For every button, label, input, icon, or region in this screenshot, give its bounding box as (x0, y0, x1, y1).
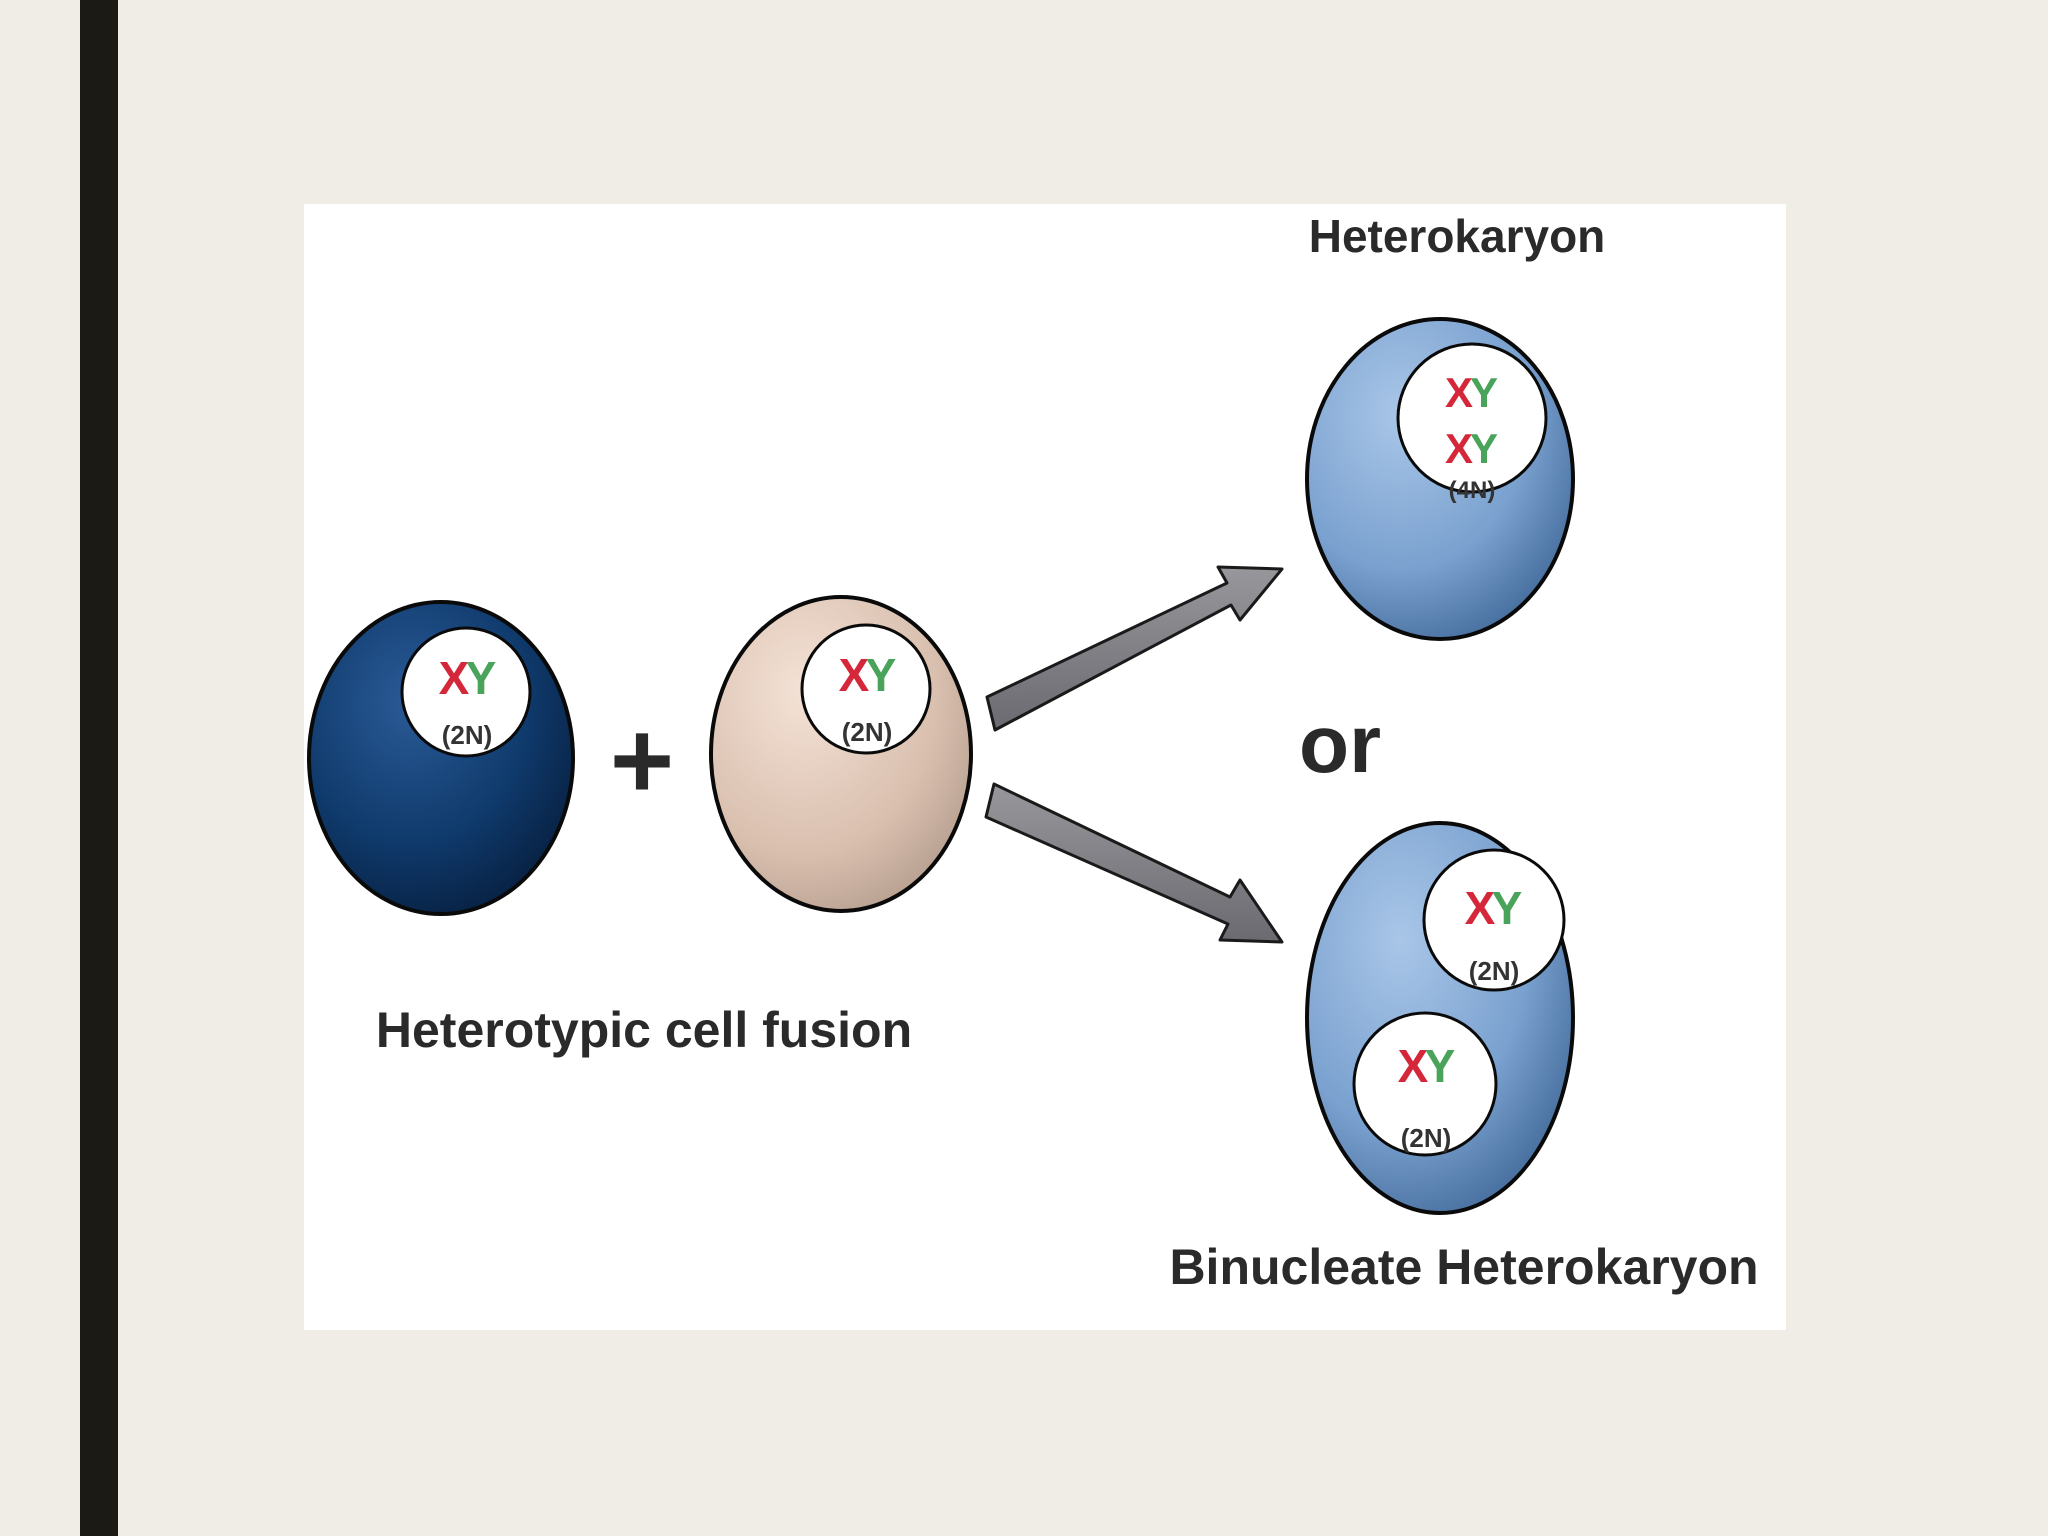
cell-fusion-diagram: Heterokaryon X Y (2N) + X Y (304, 204, 1786, 1330)
chromosome-y-label: Y (1470, 425, 1498, 472)
ploidy-label: (2N) (442, 720, 493, 750)
chromosome-x-label: X (1445, 425, 1473, 472)
binucleate-heterokaryon-cell: X Y (2N) X Y (2N) (1307, 823, 1573, 1213)
dark-blue-cell-nucleus: X Y (2N) (402, 628, 530, 756)
arrow-to-binucleate-heterokaryon (986, 784, 1282, 942)
plus-symbol: + (610, 699, 674, 822)
ploidy-label: (2N) (1469, 956, 1520, 986)
chromosome-y-label: Y (1470, 369, 1498, 416)
chromosome-y-label: Y (1425, 1040, 1456, 1092)
binucleate-lower-nucleus: X Y (2N) (1354, 1013, 1496, 1155)
heterokaryon-label: Heterokaryon (1309, 210, 1606, 262)
dark-blue-cell: X Y (2N) (309, 602, 573, 914)
heterokaryon-cell: X Y X Y (4N) (1307, 319, 1573, 639)
chromosome-y-label: Y (466, 652, 497, 704)
cell-fusion-figure: Heterokaryon X Y (2N) + X Y (304, 204, 1786, 1330)
ploidy-label: (4N) (1449, 477, 1496, 504)
binucleate-heterokaryon-label: Binucleate Heterokaryon (1169, 1239, 1758, 1295)
chromosome-y-label: Y (866, 649, 897, 701)
chromosome-x-label: X (1445, 369, 1473, 416)
beige-cell-nucleus: X Y (2N) (802, 625, 930, 753)
beige-cell: X Y (2N) (711, 597, 971, 911)
arrow-to-heterokaryon (987, 567, 1282, 730)
binucleate-upper-nucleus: X Y (2N) (1424, 850, 1564, 990)
heterotypic-cell-fusion-label: Heterotypic cell fusion (376, 1002, 912, 1058)
or-label: or (1299, 699, 1381, 790)
ploidy-label: (2N) (842, 717, 893, 747)
chromosome-y-label: Y (1492, 882, 1523, 934)
ploidy-label: (2N) (1401, 1123, 1452, 1153)
accent-bar (80, 0, 118, 1536)
